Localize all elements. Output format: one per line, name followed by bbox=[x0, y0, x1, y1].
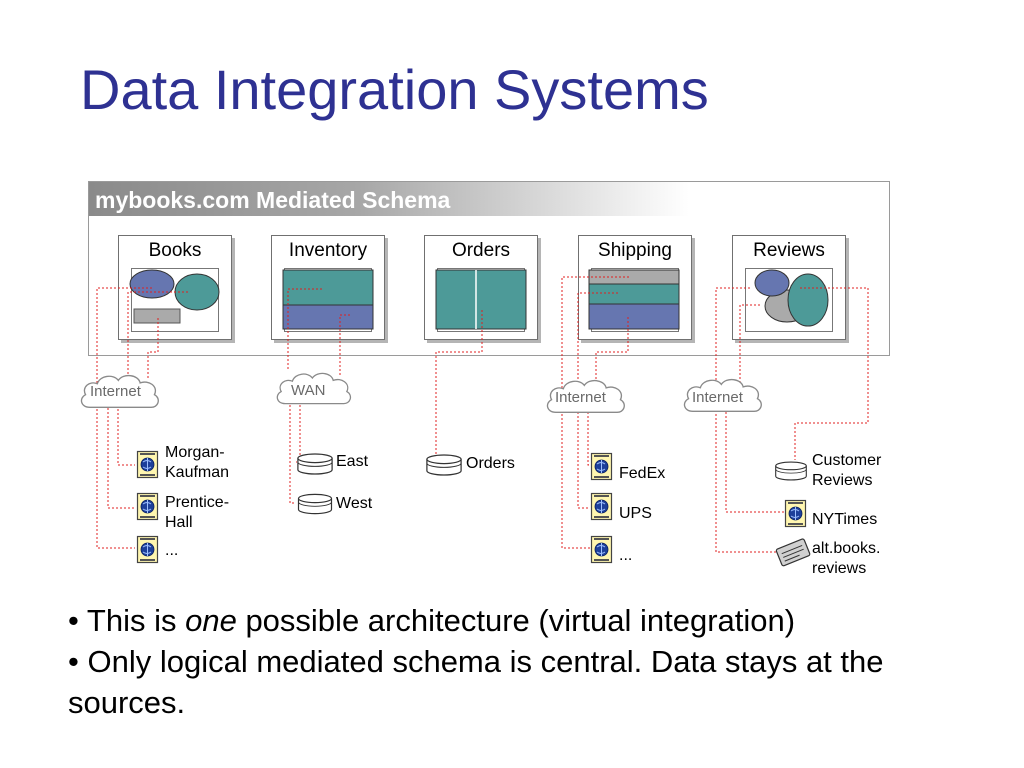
database-icon bbox=[426, 454, 462, 476]
document-icon bbox=[590, 535, 613, 564]
entity-books-label: Books bbox=[148, 240, 202, 261]
source-label-shipping-more: ... bbox=[619, 547, 633, 564]
slide-title: Data Integration Systems bbox=[80, 58, 709, 121]
entity-inventory-label: Inventory bbox=[288, 240, 368, 261]
document-icon bbox=[590, 452, 613, 481]
entity-books-content bbox=[131, 268, 219, 332]
entity-orders-label: Orders bbox=[451, 240, 511, 261]
source-label-alt-books-reviews: alt.books. reviews bbox=[812, 540, 881, 577]
network-label: Internet bbox=[555, 389, 606, 406]
document-icon bbox=[784, 499, 807, 528]
bullet-1-prefix: • This is bbox=[68, 603, 186, 638]
bullet-1-suffix: possible architecture (virtual integrati… bbox=[236, 603, 796, 638]
reviews-schema-glyph bbox=[754, 269, 829, 327]
entity-shipping-label: Shipping bbox=[598, 240, 672, 261]
source-label-ups: UPS bbox=[619, 505, 652, 522]
source-label-nytimes: NYTimes bbox=[812, 511, 878, 528]
source-label-fedex: FedEx bbox=[619, 465, 666, 482]
database-icon bbox=[297, 453, 333, 475]
document-icon bbox=[136, 450, 159, 479]
source-label-morgan-kaufman: Morgan- Kaufman bbox=[165, 444, 230, 481]
orders-schema-glyph bbox=[435, 269, 527, 330]
network-label: Internet bbox=[90, 383, 141, 400]
source-links bbox=[96, 276, 869, 553]
source-label-books-more: ... bbox=[165, 542, 179, 559]
source-label-customer-reviews: Customer Reviews bbox=[812, 452, 882, 489]
document-icon bbox=[136, 535, 159, 564]
entity-reviews-content bbox=[745, 268, 833, 332]
network-label: WAN bbox=[291, 382, 326, 399]
mediated-schema-label: mybooks.com Mediated Schema bbox=[95, 187, 451, 213]
bullet-list: • This is one possible architecture (vir… bbox=[68, 600, 968, 723]
network-label: Internet bbox=[692, 389, 743, 406]
document-icon bbox=[136, 492, 159, 521]
entity-reviews-label: Reviews bbox=[753, 240, 825, 261]
inventory-schema-glyph bbox=[282, 269, 374, 330]
bullet-2: • Only logical mediated schema is centra… bbox=[68, 644, 884, 720]
shipping-schema-glyph bbox=[588, 269, 680, 330]
source-label-east: East bbox=[336, 453, 369, 470]
books-schema-glyph bbox=[129, 269, 220, 324]
source-label-orders: Orders bbox=[466, 455, 515, 472]
bullet-1: • This is one possible architecture (vir… bbox=[68, 600, 968, 641]
database-icon bbox=[774, 461, 808, 481]
source-label-prentice-hall: Prentice- Hall bbox=[165, 494, 230, 531]
mediated-schema-banner bbox=[89, 182, 689, 216]
source-label-west: West bbox=[336, 495, 373, 512]
bullet-1-emphasis: one bbox=[185, 603, 237, 638]
newsgroup-icon bbox=[775, 538, 811, 567]
document-icon bbox=[590, 492, 613, 521]
database-icon bbox=[297, 493, 333, 515]
